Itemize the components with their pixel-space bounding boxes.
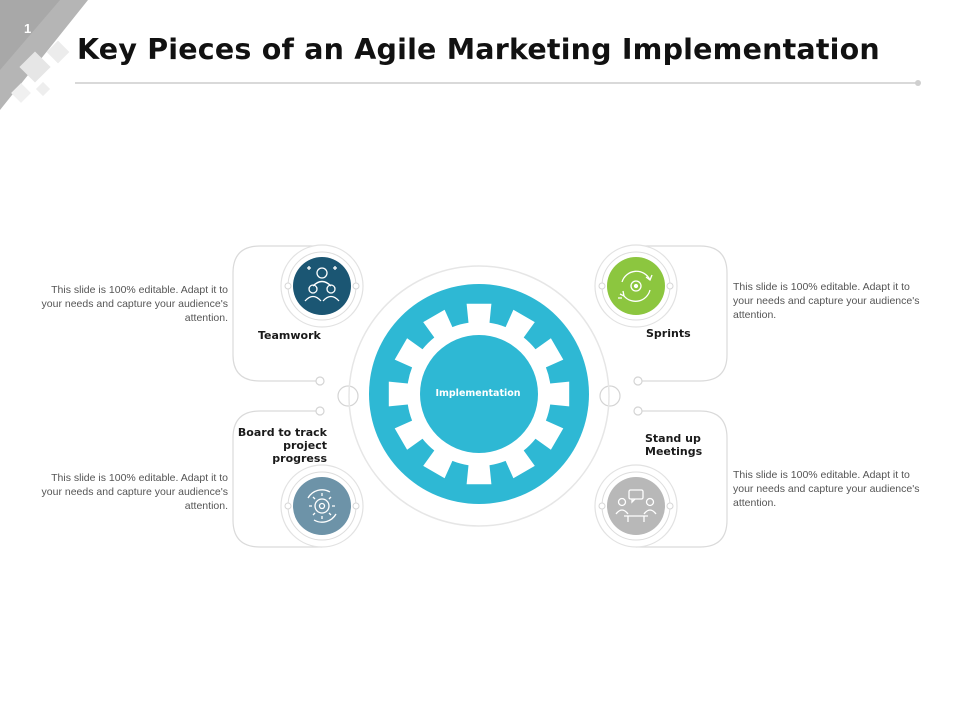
description-teamwork: This slide is 100% editable. Adapt it to… bbox=[41, 284, 228, 324]
sprint-cycle-icon bbox=[618, 270, 653, 302]
title-divider-dot bbox=[915, 80, 921, 86]
description-standup: This slide is 100% editable. Adapt it to… bbox=[733, 469, 920, 509]
label-sprints: Sprints bbox=[646, 327, 691, 340]
team-icon bbox=[304, 266, 340, 302]
teamwork-icon-badge bbox=[280, 244, 364, 328]
description-sprints: This slide is 100% editable. Adapt it to… bbox=[733, 281, 920, 321]
title-divider bbox=[75, 82, 918, 84]
board-icon-badge bbox=[280, 464, 364, 548]
label-standup: Stand up Meetings bbox=[645, 432, 703, 458]
description-board: This slide is 100% editable. Adapt it to… bbox=[41, 472, 228, 512]
page-title: Key Pieces of an Agile Marketing Impleme… bbox=[77, 33, 880, 66]
center-hub bbox=[420, 335, 538, 453]
outer-ring bbox=[348, 265, 610, 527]
panel-standup bbox=[636, 410, 728, 548]
label-teamwork: Teamwork bbox=[258, 329, 321, 342]
panel-board bbox=[232, 410, 322, 548]
label-board: Board to track project progress bbox=[237, 426, 327, 465]
gear-cycle-icon bbox=[307, 489, 337, 523]
slide-number: 1 bbox=[24, 21, 32, 36]
center-label: Implementation bbox=[435, 388, 521, 399]
panel-sprints bbox=[636, 245, 728, 382]
corner-decoration bbox=[0, 0, 88, 110]
sprints-icon-badge bbox=[594, 244, 678, 328]
meeting-icon bbox=[615, 489, 657, 522]
standup-icon-badge bbox=[594, 464, 678, 548]
panel-teamwork bbox=[232, 245, 322, 382]
